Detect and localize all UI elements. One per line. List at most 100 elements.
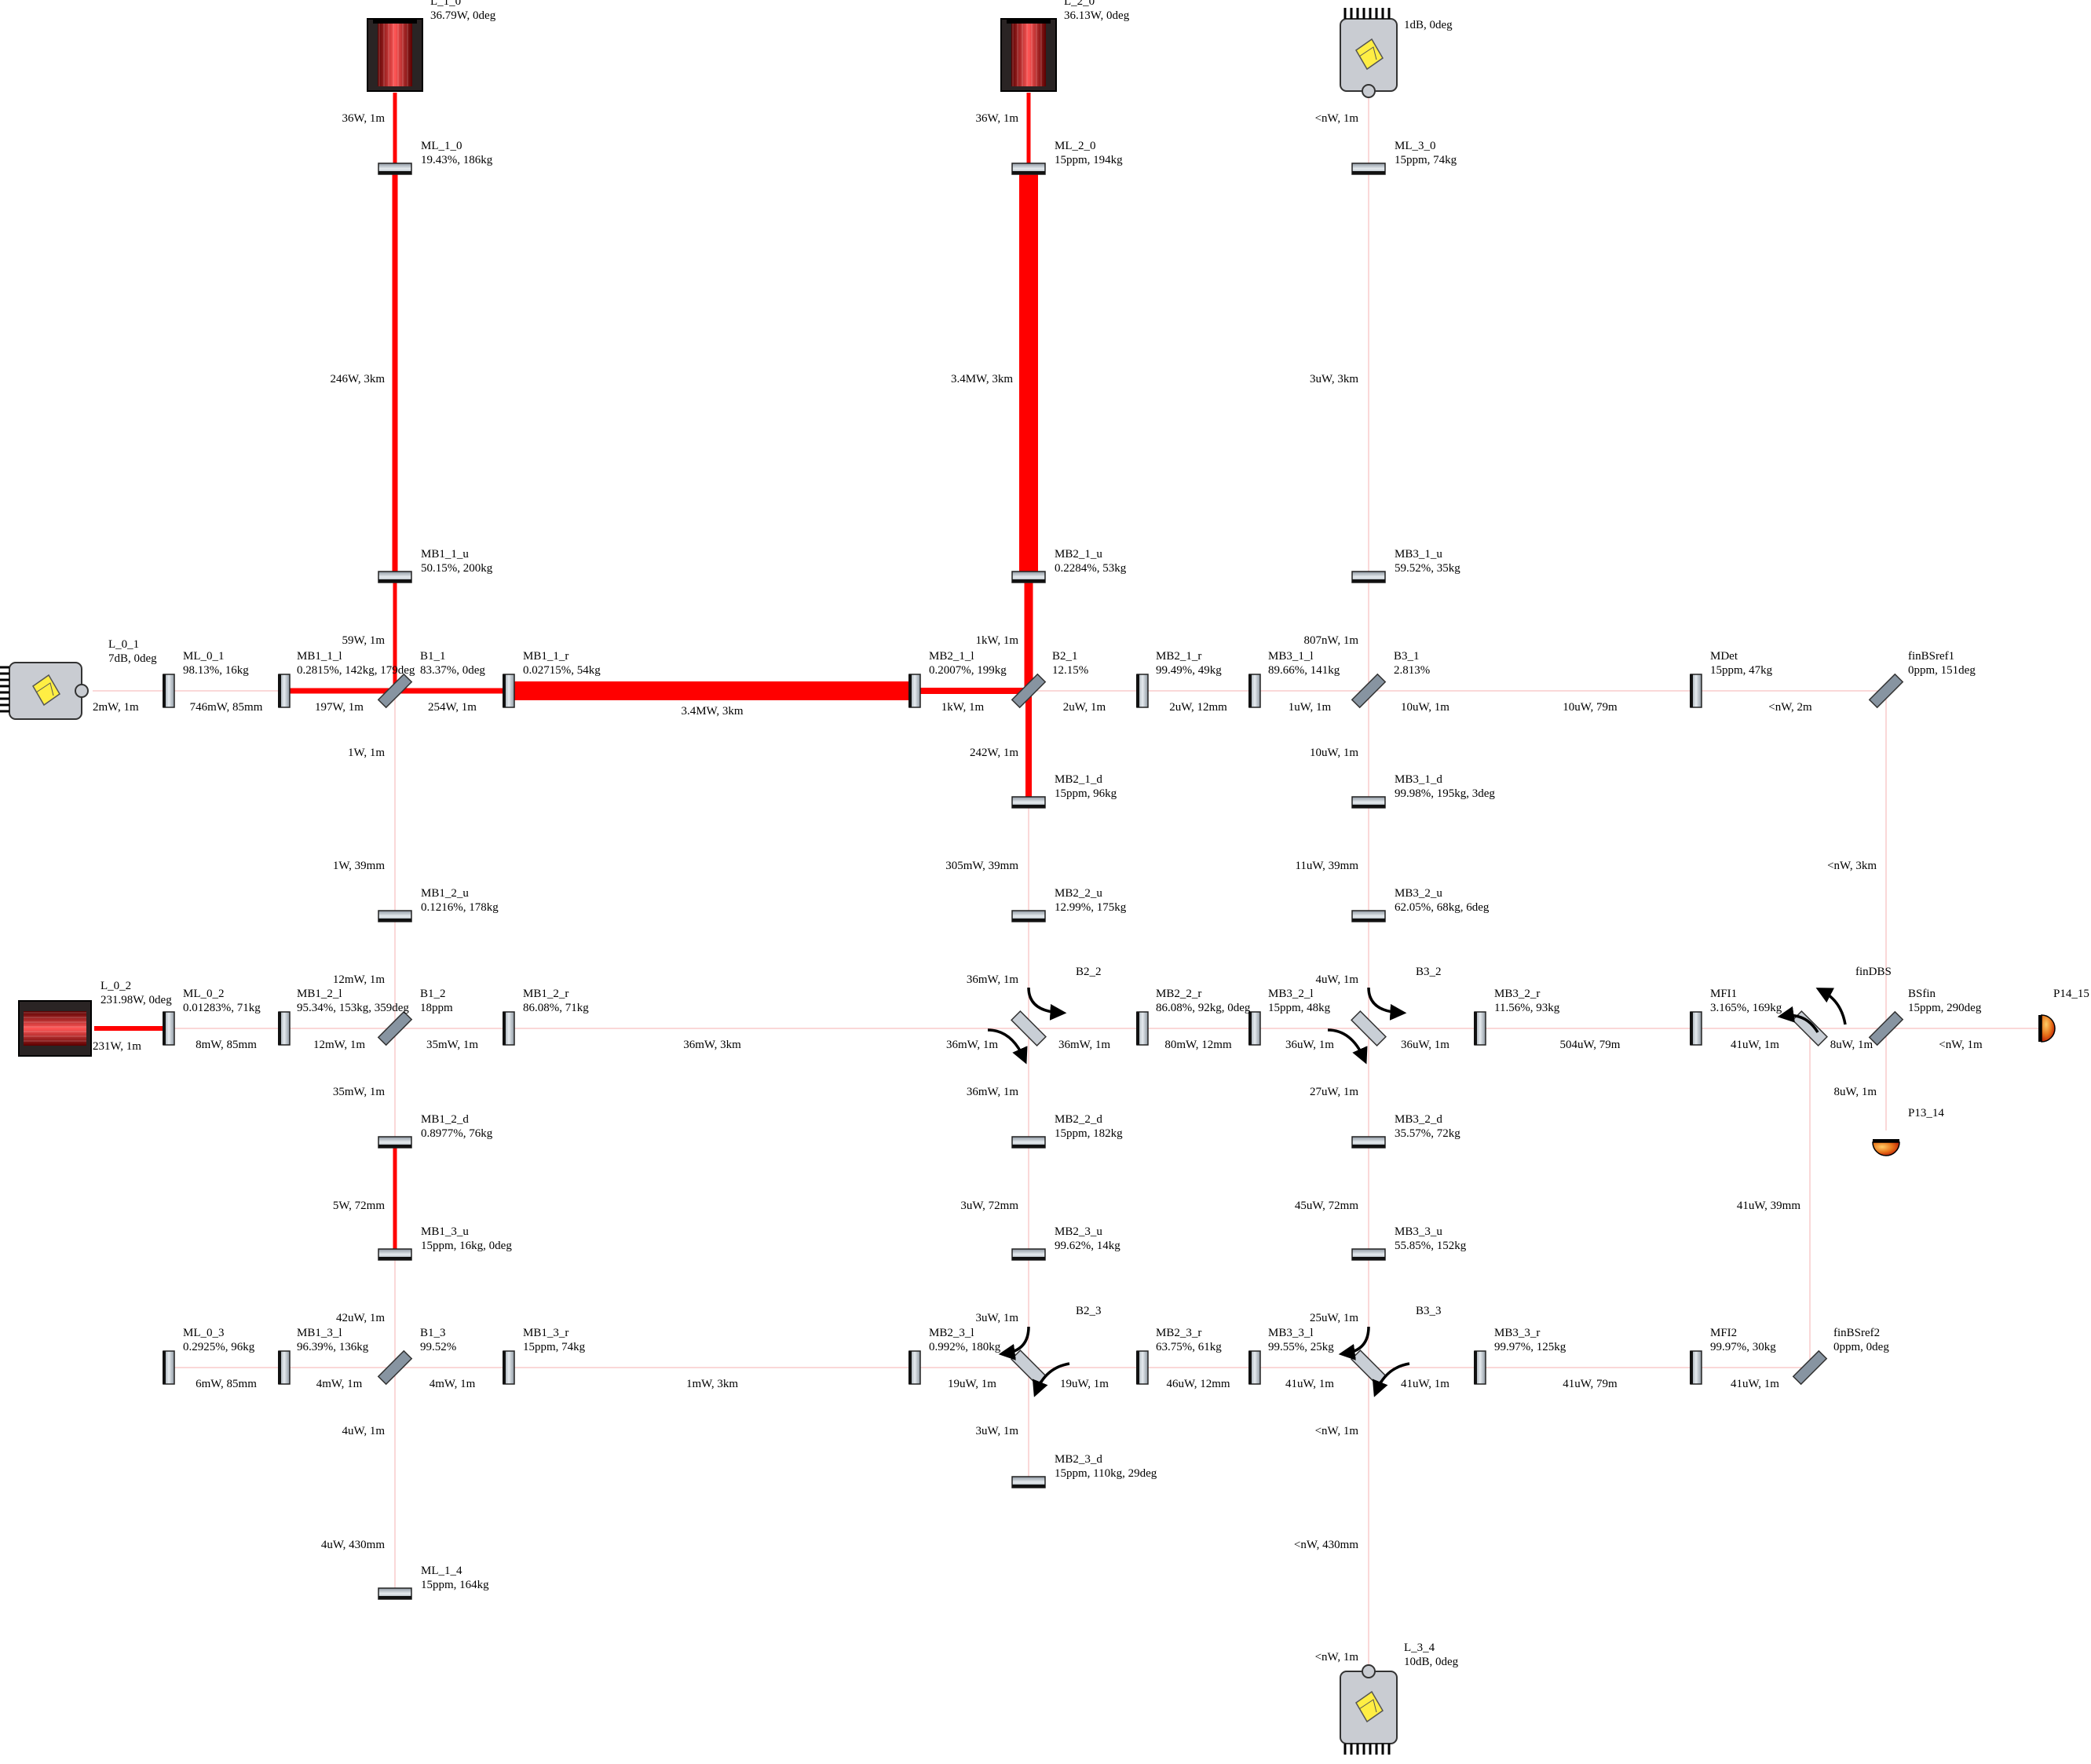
curved-arrow-icon <box>987 987 1067 1065</box>
beam-power-label: 2uW, 12mm <box>1169 701 1227 714</box>
beam-power-label: 36mW, 1m <box>967 1086 1018 1098</box>
component-name: MB3_3_r <box>1494 1327 1540 1339</box>
mirror-icon <box>1011 1476 1046 1488</box>
component-params: 3.165%, 169kg <box>1710 1002 1782 1014</box>
beam-power-label: 12mW, 1m <box>333 973 385 986</box>
component-params: 0.2925%, 96kg <box>183 1341 255 1353</box>
component-name: L_2_0 <box>1064 0 1095 8</box>
mirror-icon <box>378 1136 412 1149</box>
beam-power-label: 746mW, 85mm <box>190 701 263 714</box>
beam-power-label: 3.4MW, 3km <box>681 705 743 718</box>
component-name: MB2_3_l <box>929 1327 974 1339</box>
beam-power-label: 1kW, 1m <box>941 701 985 714</box>
component-name: P13_14 <box>1908 1107 1944 1119</box>
component-params: 15ppm, 96kg <box>1055 787 1117 800</box>
component-params: 95.34%, 153kg, 359deg <box>297 1002 409 1014</box>
mirror-icon <box>1351 1248 1386 1261</box>
mirror-icon <box>1351 910 1386 922</box>
beam-power-label: <nW, 1m <box>1315 112 1359 125</box>
component-name: MB1_1_r <box>523 650 568 663</box>
component-layer <box>0 8 2056 1755</box>
beam-power-label: 4mW, 1m <box>316 1378 363 1390</box>
component-name: MB3_3_l <box>1268 1327 1314 1339</box>
mirror-icon <box>1351 796 1386 809</box>
mirror-icon <box>1474 1350 1486 1385</box>
component-params: 0.1216%, 178kg <box>421 901 499 914</box>
curved-arrow-icon <box>1815 988 1847 1025</box>
component-params: 15ppm, 164kg <box>421 1579 489 1591</box>
component-params: 0.02715%, 54kg <box>523 664 601 677</box>
component-name: ML_0_1 <box>183 650 225 663</box>
curved-arrow-icon <box>1372 1362 1410 1397</box>
beamsplitter-icon <box>377 673 413 709</box>
component-params: 2.813% <box>1394 664 1430 677</box>
photodetector-icon <box>1872 1139 1900 1156</box>
component-params: 15ppm, 74kg <box>1395 154 1457 166</box>
component-name: L_0_2 <box>101 980 131 992</box>
beam-power-label: 254W, 1m <box>428 701 477 714</box>
mirror-icon <box>163 1011 175 1046</box>
beam-power-label: 59W, 1m <box>342 634 386 647</box>
curved-arrow-icon <box>998 1326 1030 1360</box>
beam-power-label: 1W, 39mm <box>333 860 385 872</box>
component-params: 83.37%, 0deg <box>420 664 485 677</box>
component-name: L_0_1 <box>108 638 139 651</box>
beam-power-label: <nW, 430mm <box>1294 1539 1358 1551</box>
component-name: B3_2 <box>1416 966 1442 978</box>
beam-power-label: 807nW, 1m <box>1304 634 1359 647</box>
component-name: B1_1 <box>420 650 446 663</box>
component-params: 12.99%, 175kg <box>1055 901 1127 914</box>
mirror-icon <box>1690 1011 1702 1046</box>
beam-power-label: 19uW, 1m <box>948 1378 996 1390</box>
beam-power-label: 3uW, 1m <box>976 1312 1019 1324</box>
squeezer-crystal-icon <box>0 662 89 720</box>
component-name: MB1_1_u <box>421 548 469 561</box>
curved-arrow-icon <box>998 1326 1070 1397</box>
component-name: B2_2 <box>1076 966 1102 978</box>
component-name: B2_1 <box>1052 650 1078 663</box>
mirror-icon <box>1011 796 1046 809</box>
curved-arrow-icon <box>1777 1006 1819 1033</box>
beam-power-label: 1mW, 3km <box>686 1378 738 1390</box>
beam-power-label: 36uW, 1m <box>1401 1039 1449 1051</box>
component-params: 15ppm, 194kg <box>1055 154 1123 166</box>
component-params: 99.98%, 195kg, 3deg <box>1395 787 1495 800</box>
mirror-icon <box>503 1011 515 1046</box>
component-params: 0ppm, 0deg <box>1833 1341 1889 1353</box>
mirror-icon <box>908 674 921 708</box>
beam-power-label: 3.4MW, 3km <box>951 373 1013 385</box>
laser-source-icon <box>18 1000 92 1057</box>
beam-power-label: 3uW, 1m <box>976 1425 1019 1437</box>
component-name: MB2_2_r <box>1156 988 1201 1000</box>
component-params: 19.43%, 186kg <box>421 154 493 166</box>
component-params: 99.52% <box>420 1341 456 1353</box>
component-name: B3_1 <box>1394 650 1420 663</box>
component-params: 96.39%, 136kg <box>297 1341 369 1353</box>
beam-power-label: 36mW, 1m <box>1058 1039 1110 1051</box>
beam-power-label: 3uW, 72mm <box>960 1200 1018 1212</box>
beamsplitter-icon <box>1351 673 1387 709</box>
beam-power-label: 35mW, 1m <box>426 1039 478 1051</box>
mirror-icon <box>163 674 175 708</box>
mirror-icon <box>1136 1011 1149 1046</box>
component-name: finDBS <box>1855 966 1892 978</box>
component-name: MB3_1_u <box>1395 548 1442 561</box>
beam-power-label: 46uW, 12mm <box>1166 1378 1230 1390</box>
curved-arrow-icon <box>1338 1326 1370 1360</box>
component-name: MB1_3_r <box>523 1327 568 1339</box>
beam-power-label: 36mW, 3km <box>683 1039 741 1051</box>
beamsplitter-icon <box>1011 673 1047 709</box>
component-name: ML_2_0 <box>1055 140 1096 152</box>
component-params: 0.01283%, 71kg <box>183 1002 261 1014</box>
beam-power-label: 1W, 1m <box>348 747 385 759</box>
component-name: L_3_4 <box>1404 1642 1435 1654</box>
component-name: MB3_2_u <box>1395 887 1442 900</box>
mirror-icon <box>1011 1248 1046 1261</box>
beamsplitter-icon <box>377 1010 413 1046</box>
beam-power-label: 19uW, 1m <box>1060 1378 1109 1390</box>
component-name: MB3_2_l <box>1268 988 1314 1000</box>
beam-power-label: 5W, 72mm <box>333 1200 385 1212</box>
laser-source-icon <box>1000 18 1057 92</box>
